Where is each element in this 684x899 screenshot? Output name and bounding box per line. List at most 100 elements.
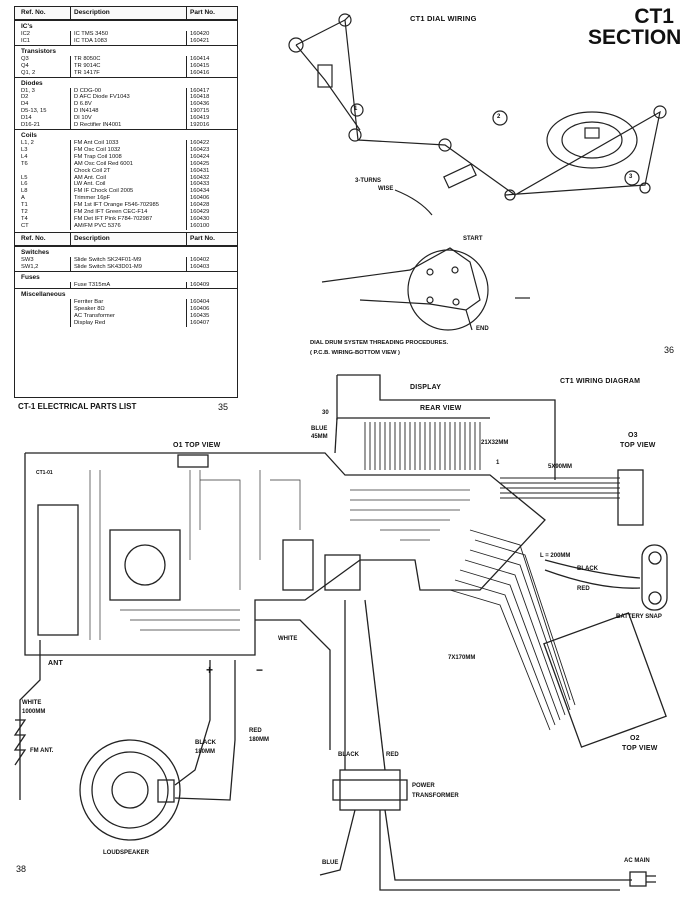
- section-title: IC's: [15, 20, 237, 31]
- part-cell: 160430: [190, 215, 210, 222]
- ref-cell: T6: [15, 160, 71, 168]
- red-speaker-length: 180MM: [249, 737, 270, 743]
- desc-cell: AC Transformer: [71, 313, 187, 321]
- power-transformer: [339, 769, 401, 811]
- part-cell: 160407: [190, 320, 210, 327]
- ac-main-wire: [384, 809, 632, 881]
- desc-cell: IC TMS 3450: [71, 31, 187, 38]
- page-number-35: 35: [218, 402, 229, 412]
- speaker-wire-red: [174, 660, 236, 801]
- part-cell: 160435: [190, 313, 210, 320]
- header-part: Part No.: [190, 9, 215, 16]
- part-cell: 160432: [190, 174, 210, 181]
- part-cell: 160421: [190, 37, 210, 44]
- o1-connector: [177, 454, 209, 468]
- desc-cell: Trimmer 16pF: [71, 195, 187, 203]
- dial-drum: [546, 111, 638, 169]
- header-desc: Description: [71, 232, 187, 245]
- end-label: END: [476, 326, 489, 332]
- part-cell: 160403: [190, 263, 210, 270]
- rear-view-label: REAR VIEW: [420, 405, 462, 412]
- dial-string-path: [295, 14, 661, 196]
- battery-wire-red: [544, 569, 641, 589]
- desc-cell: Slide Switch SK43D01-M9: [71, 263, 187, 271]
- dial-drum-inner: [561, 121, 623, 159]
- ref-cell: T2: [15, 209, 71, 216]
- pulley-5: [504, 189, 516, 201]
- transformer-wire-red: [364, 599, 386, 771]
- pulley-3: [348, 128, 362, 142]
- part-cell: 160436: [190, 101, 210, 108]
- desc-cell: FM Ant Coil 1033: [71, 139, 187, 147]
- desc-cell: LW Ant. Coil: [71, 181, 187, 189]
- part-cell: 192016: [190, 122, 210, 129]
- ferrite-bar: [37, 504, 79, 636]
- desc-cell: FM Det IFT Pink F784-702987: [71, 215, 187, 223]
- ref-cell: D16-21: [15, 122, 71, 129]
- desc-cell: TR 9014C: [71, 62, 187, 70]
- part-cell: 160100: [190, 222, 210, 229]
- pin-30-label: 30: [322, 410, 329, 416]
- part-cell: 160417: [190, 87, 210, 94]
- ribbon-5x90-label: 5X90MM: [548, 464, 573, 470]
- blue-bottom-label: BLUE: [322, 860, 339, 866]
- ref-cell: D1, 3: [15, 87, 71, 95]
- white-antenna-label: WHITE: [22, 700, 42, 706]
- desc-cell: AM Ant. Coil: [71, 174, 187, 182]
- blue-length-label: 45MM: [311, 434, 328, 440]
- battery-snap: [641, 544, 668, 611]
- ref-cell: D14: [15, 115, 71, 123]
- ref-cell: [15, 306, 71, 314]
- o2-board: [543, 612, 667, 748]
- ref-cell: A: [15, 195, 71, 203]
- o1-label: O1 TOP VIEW: [173, 442, 221, 449]
- battery-snap-label: BATTERY SNAP: [616, 614, 662, 620]
- desc-cell: TR 8050C: [71, 55, 187, 63]
- part-cell: 160423: [190, 146, 210, 153]
- threading-drum: [407, 249, 489, 331]
- desc-cell: D CDG-00: [71, 87, 187, 95]
- page-number-38: 38: [16, 864, 27, 874]
- white-label: WHITE: [278, 636, 298, 642]
- section-title: Switches: [15, 245, 237, 257]
- desc-cell: D Rectifier IN4001: [71, 122, 187, 129]
- blue-45mm-wire: [334, 417, 338, 454]
- desc-cell: FM Osc Coil 1032: [71, 146, 187, 154]
- dial-drum-hub: [584, 127, 600, 139]
- part-cell: 160414: [190, 55, 210, 62]
- marker-label-3: 3: [629, 174, 633, 180]
- desc-cell: Speaker 8Ω: [71, 306, 187, 314]
- desc-cell: FM IF Chock Coil 2005: [71, 188, 187, 196]
- minus-sign: −: [256, 663, 264, 677]
- procedure-line2: ( P.C.B. WIRING-BOTTOM VIEW ): [310, 350, 400, 356]
- ref-cell: IC1: [15, 37, 71, 45]
- black-transformer-label: BLACK: [338, 752, 359, 758]
- header-part: Part No.: [190, 234, 215, 242]
- display-outline: [337, 374, 556, 480]
- marker-circle-3: [624, 170, 640, 186]
- part-cell: 160419: [190, 115, 210, 122]
- ref-cell: CT: [15, 222, 71, 230]
- ref-cell: SW3: [15, 256, 71, 264]
- ant-label: ANT: [48, 660, 63, 667]
- o3-label-line1: O3: [628, 432, 638, 439]
- part-cell: 160416: [190, 69, 210, 76]
